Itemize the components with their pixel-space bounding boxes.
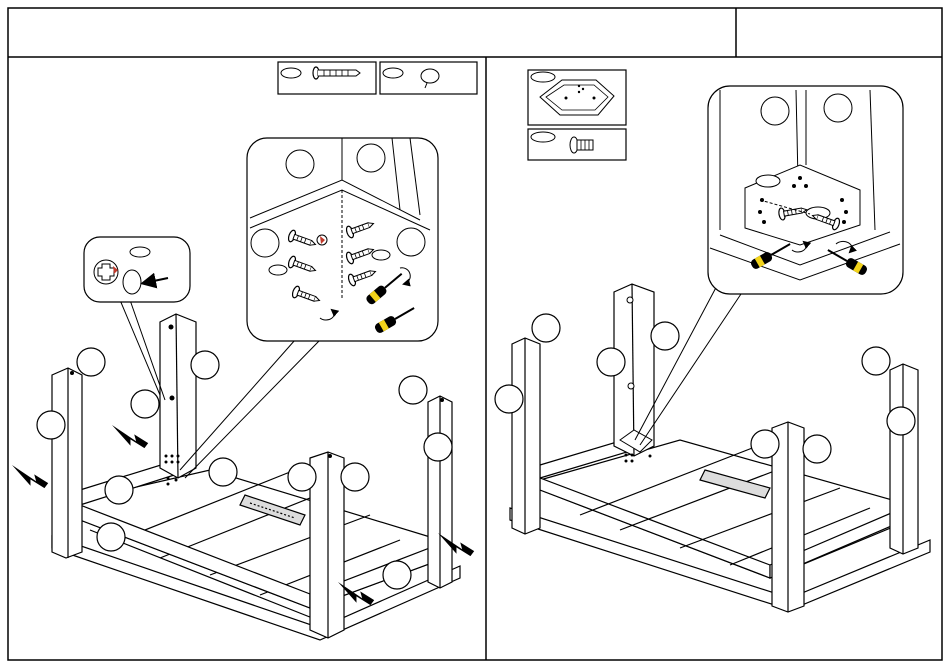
screw-zoom-callout [180,138,438,478]
bracket-zoom-callout [635,86,903,445]
callout-bubble [251,229,279,257]
right-assembly-panel [495,70,930,612]
corner-bracket-icon [540,80,614,115]
right-table-frame [510,432,930,610]
callout-bubble-group [495,314,915,463]
callout-bubble [131,390,159,418]
callout-bubble [209,458,237,486]
callout-bubble [191,351,219,379]
callout-bubble [383,561,411,589]
left-parts-legend [278,62,477,94]
callout-bubble [803,435,831,463]
push-arrow [108,425,150,451]
callout-bubble [77,348,105,376]
callout-bubble [824,94,852,122]
callout-bubble [397,228,425,256]
callout-bubble [37,411,65,439]
callout-bubble [651,322,679,350]
callout-bubble [761,97,789,125]
push-arrow [8,465,50,491]
screw-icon [281,67,360,79]
callout-bubble [357,144,385,172]
callout-bubble [286,150,314,178]
callout-bubble [532,314,560,342]
callout-bubble [495,385,523,413]
callout-bubble [97,523,125,551]
callout-bubble [887,407,915,435]
callout-bubble [341,463,369,491]
callout-bubble [862,347,890,375]
callout-bubble [399,376,427,404]
callout-bubble [288,463,316,491]
left-table-legs [52,314,452,638]
callout-bubble [751,430,779,458]
callout-bubble [597,348,625,376]
callout-bubble [105,476,133,504]
left-assembly-panel [8,62,477,640]
cap-icon [383,68,439,88]
callout-bubble [424,433,452,461]
bolt-icon [570,137,593,153]
